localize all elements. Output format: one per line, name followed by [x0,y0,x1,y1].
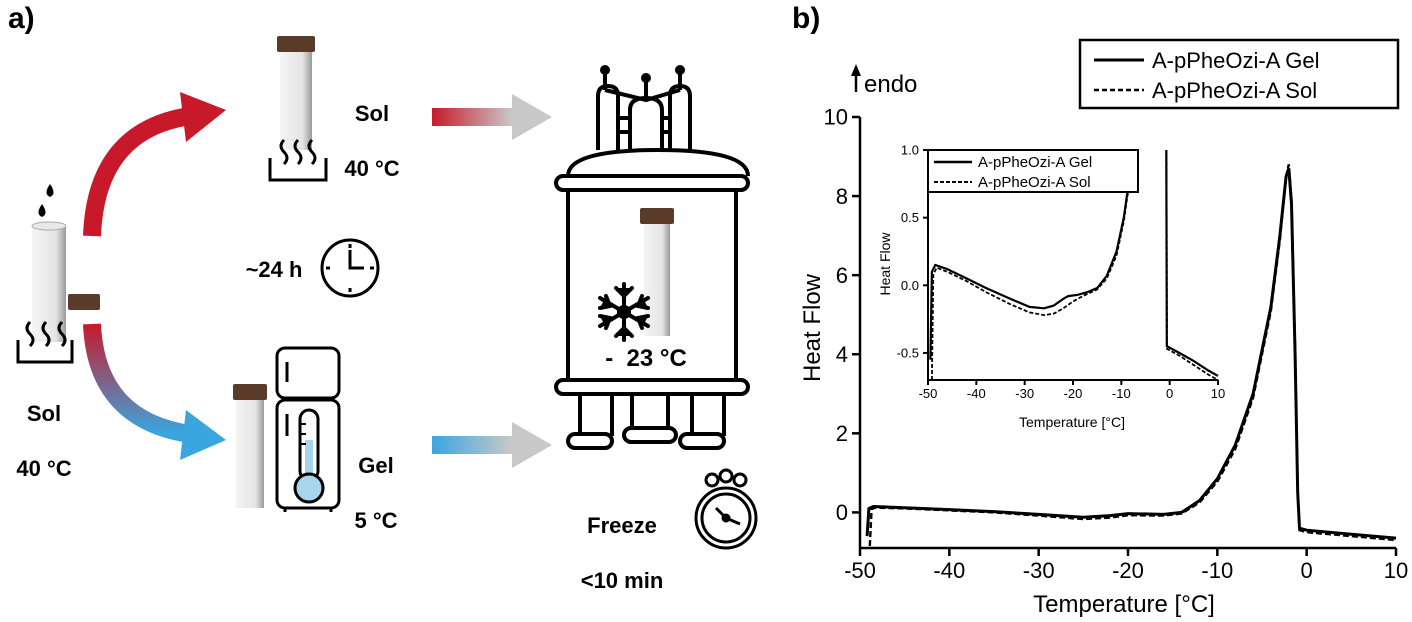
main-x-tick-label: -50 [844,558,876,583]
main-y-tick-label: 6 [836,263,848,288]
inset-y-tick-label: 0.5 [901,210,919,225]
inset-x-tick-label: -30 [1015,386,1034,401]
freeze-duration: <10 min [580,567,664,593]
inset-x-tick-label: 0 [1166,386,1173,401]
thermometer-icon [293,408,325,504]
main-x-tick-label: 0 [1301,558,1313,583]
cold-arrow [432,436,512,454]
stopwatch-icon [694,468,758,550]
inset-series-gel-line [929,149,1134,360]
sol-warm-label: Sol 40 °C [330,72,414,210]
legend-gel-label: A-pPheOzi-A Gel [1152,48,1320,73]
freeze-dryer-icon [554,65,750,450]
inset-legend-sol-label: A-pPheOzi-A Sol [978,174,1091,191]
main-axes: -50 -40 -30 -20 -10 0 10 0 2 4 6 8 10 [824,105,1409,583]
inset-x-tick-label: -10 [1112,386,1131,401]
fridge-icon [275,346,341,512]
main-y-tick-label: 2 [836,421,848,446]
main-legend: A-pPheOzi-A Gel A-pPheOzi-A Sol [1078,38,1400,110]
inset-series-sol-line [1165,149,1219,381]
inset-series-sol-line [931,149,1134,381]
test-tube-icon [277,36,315,150]
panel-b-label: b) [792,2,821,35]
endo-arrow-icon [851,64,861,92]
heat-icon [16,320,74,364]
inset-legend: A-pPheOzi-A Gel A-pPheOzi-A Sol [927,149,1139,193]
main-y-axis-label: Heat Flow [799,273,826,382]
sol-start-temp: 40 °C [16,455,72,481]
cap-icon [68,294,100,310]
legend-sol-label: A-pPheOzi-A Sol [1152,78,1317,103]
main-x-tick-label: -40 [933,558,965,583]
inset-x-tick-label: -50 [919,386,938,401]
inset-x-tick-label: 10 [1211,386,1225,401]
inset-x-tick-label: -20 [1064,386,1083,401]
main-x-tick-label: -10 [1201,558,1233,583]
cold-curved-arrow [83,323,192,443]
panel-a-label: a) [8,2,35,35]
sol-start-label: Sol 40 °C [6,372,82,510]
gel-temp: 5 °C [354,507,398,533]
inset-y-tick-label: -0.5 [897,345,919,360]
main-x-tick-label: -30 [1023,558,1055,583]
main-y-tick-label: 0 [836,500,848,525]
freeze-label: Freeze <10 min [566,484,678,622]
inset-x-tick-label: -40 [967,386,986,401]
main-y-tick-label: 8 [836,184,848,209]
inset-y-tick-label: 1.0 [901,143,919,158]
sol-start-state: Sol [26,400,62,426]
main-series [865,164,1397,547]
heat-icon [268,138,328,182]
main-series-sol-line [868,164,1397,547]
inset-y-axis-label: Heat Flow [877,232,893,296]
snowflake-icon [598,282,650,342]
clock-icon [320,238,380,298]
main-x-tick-label: -20 [1112,558,1144,583]
gel-label: Gel 5 °C [340,424,412,562]
test-tube-icon [233,384,267,508]
dsc-chart: -50 -40 -30 -20 -10 0 10 0 2 4 6 8 10 Heat Flow Temp… [799,38,1409,618]
endo-annotation: endo [864,71,917,98]
inset-x-axis-label: Temperature [°C] [1019,414,1125,430]
main-x-axis-label: Temperature [°C] [1033,591,1215,618]
inset-legend-gel-label: A-pPheOzi-A Gel [978,154,1092,171]
test-tube-icon [640,208,674,336]
main-y-tick-label: 4 [836,342,848,367]
sol-warm-temp: 40 °C [344,155,400,181]
main-y-tick-label: 10 [824,105,848,130]
inset-y-tick-label: 0.0 [901,278,919,293]
warm-curved-arrow [83,107,192,237]
sol-warm-state: Sol [354,100,390,126]
main-x-tick-label: 10 [1384,558,1408,583]
freeze-title: Freeze [587,512,657,538]
time-label: ~24 h [245,257,303,282]
gel-state: Gel [358,452,394,478]
warm-arrow [432,108,512,126]
droplet-icon [38,184,54,217]
inset-axes: -50 -40 -30 -20 -10 0 10 -0.5 0.0 0.5 1.0 [897,143,1226,401]
inset-series [929,149,1219,381]
panel-a-illustration [16,36,758,550]
freezer-temp-label: - 23 °C [605,345,687,372]
